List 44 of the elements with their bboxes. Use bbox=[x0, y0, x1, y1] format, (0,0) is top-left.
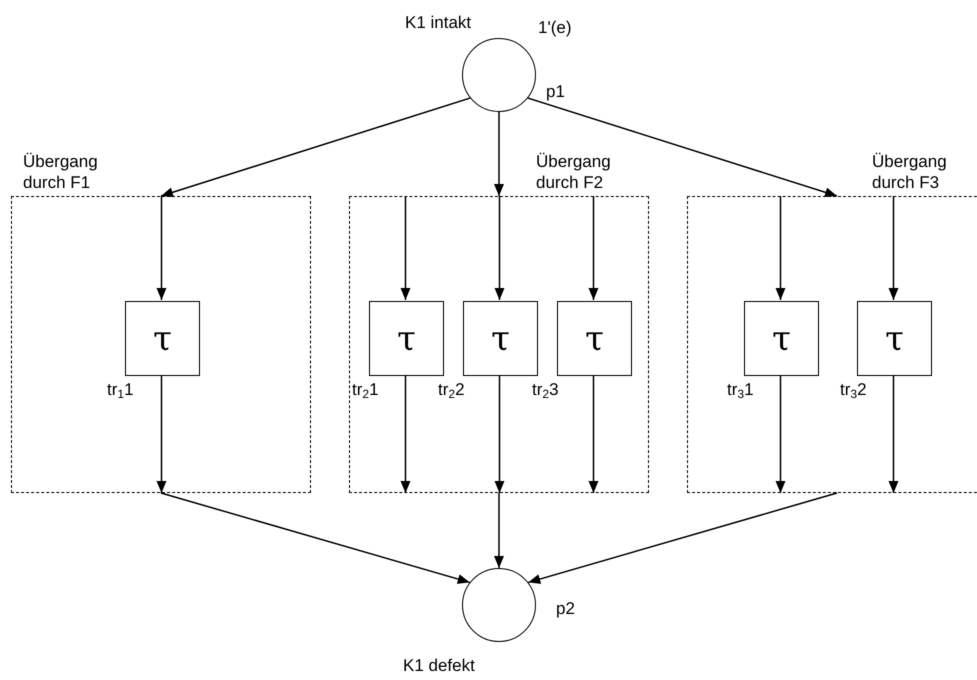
arrow bbox=[494, 196, 504, 300]
transition-box bbox=[463, 301, 538, 376]
arrow bbox=[494, 493, 504, 568]
arrow bbox=[528, 97, 838, 198]
place-label: 1'(e) bbox=[538, 18, 572, 38]
transition-box bbox=[557, 301, 632, 376]
arrow bbox=[588, 375, 598, 493]
place-name: K1 defekt bbox=[403, 656, 475, 676]
transition-symbol: τ bbox=[153, 322, 172, 356]
transition-symbol: τ bbox=[772, 322, 791, 356]
arrow bbox=[156, 375, 166, 493]
group-heading: Übergang durch F3 bbox=[872, 151, 948, 193]
arrow bbox=[494, 112, 504, 196]
transition-symbol: τ bbox=[885, 322, 904, 356]
transition-symbol: τ bbox=[397, 322, 416, 356]
transition-symbol: τ bbox=[491, 322, 510, 356]
arrow bbox=[494, 375, 504, 493]
place-label: p1 bbox=[546, 82, 565, 102]
transition-label: tr$_{3}$1 bbox=[727, 380, 754, 403]
transition-box bbox=[369, 301, 444, 376]
arrow bbox=[160, 492, 470, 584]
transition-label: tr$_{1}$1 bbox=[107, 380, 134, 403]
group-heading: Übergang durch F1 bbox=[23, 151, 99, 193]
transition-label: tr$_{2}$1 bbox=[352, 380, 379, 403]
transition-symbol: τ bbox=[585, 322, 604, 356]
group-heading: Übergang durch F2 bbox=[536, 151, 612, 193]
arrow bbox=[156, 196, 166, 300]
arrow bbox=[160, 97, 470, 198]
arrow bbox=[776, 375, 786, 493]
arrow bbox=[588, 196, 598, 300]
arrow bbox=[888, 196, 898, 300]
transition-box bbox=[125, 301, 200, 376]
arrow bbox=[528, 492, 838, 584]
arrow bbox=[776, 196, 786, 300]
place-label: p2 bbox=[556, 599, 575, 619]
transition-box bbox=[857, 301, 932, 376]
arrow bbox=[400, 375, 410, 493]
arrow bbox=[888, 375, 898, 493]
place-name: K1 intakt bbox=[405, 13, 472, 33]
transition-label: tr$_{3}$2 bbox=[840, 380, 867, 403]
transition-label: tr$_{2}$3 bbox=[532, 380, 559, 403]
arrow bbox=[400, 196, 410, 300]
transition-box bbox=[744, 301, 819, 376]
transition-label: tr$_{2}$2 bbox=[438, 380, 465, 403]
